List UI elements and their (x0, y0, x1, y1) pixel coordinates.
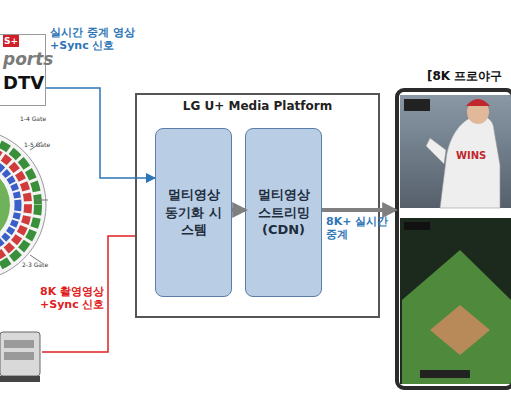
camera-vent (4, 340, 34, 348)
edge-label: 실시간 중계 영상 +Sync 신호 (50, 27, 136, 52)
seat-ring (0, 157, 18, 253)
infield (430, 305, 490, 355)
node-text: LG U+ Media Platform (137, 99, 378, 113)
stadium-outline (0, 129, 46, 281)
node-text: 멀티영상 동기화 시스템 (160, 186, 227, 239)
connector-arrow (46, 88, 155, 178)
stadium-map (0, 129, 48, 281)
camera-base (0, 376, 40, 382)
gate-label: 1-5 Gate (24, 142, 54, 149)
camera-illustration (0, 332, 40, 382)
camera-vent (4, 352, 34, 360)
phone-screens (400, 95, 511, 384)
connector-arrow (232, 208, 245, 212)
node-text: S+ (3, 35, 19, 47)
gate-label: 1-4 Gate (20, 116, 50, 123)
platform-box: LG U+ Media Platform 멀티영상 동기화 시스템 멀티영상 스트리… (135, 93, 380, 318)
screen-top (400, 95, 511, 208)
field-view (402, 250, 511, 384)
connector-arrow (322, 208, 395, 212)
gate-mark (30, 142, 48, 263)
player-body (440, 116, 500, 208)
node-text: ports (3, 47, 45, 71)
field (0, 165, 10, 245)
process-box: 멀티영상 스트리밍 (CDN) (245, 128, 322, 297)
gate-label: 2-3 Gate (22, 262, 52, 269)
logo-box: S+portsDTV (0, 34, 46, 106)
jersey-text: WINS (456, 150, 496, 162)
seat-ring (0, 147, 28, 263)
signal-label: 8K 촬영영상 +Sync 신호 (40, 286, 106, 311)
node-text: [8K 프로야구 (427, 68, 502, 85)
player-arm (426, 138, 446, 164)
player-head (467, 100, 489, 124)
caption-bar (420, 370, 470, 378)
node-text: 멀티영상 스트리밍 (CDN) (250, 186, 317, 239)
phone-device: [8K 프로야구 (395, 88, 511, 390)
player-cap (466, 99, 490, 106)
seat-ring (0, 137, 38, 273)
scoreboard (404, 222, 430, 230)
scoreboard (404, 99, 430, 111)
process-box: 멀티영상 동기화 시스템 (155, 128, 232, 297)
screen-bottom (400, 218, 511, 384)
node-text: DTV (3, 71, 45, 95)
camera-body (0, 332, 40, 376)
edge-label: 8K+ 실시간 중계 (326, 216, 390, 241)
